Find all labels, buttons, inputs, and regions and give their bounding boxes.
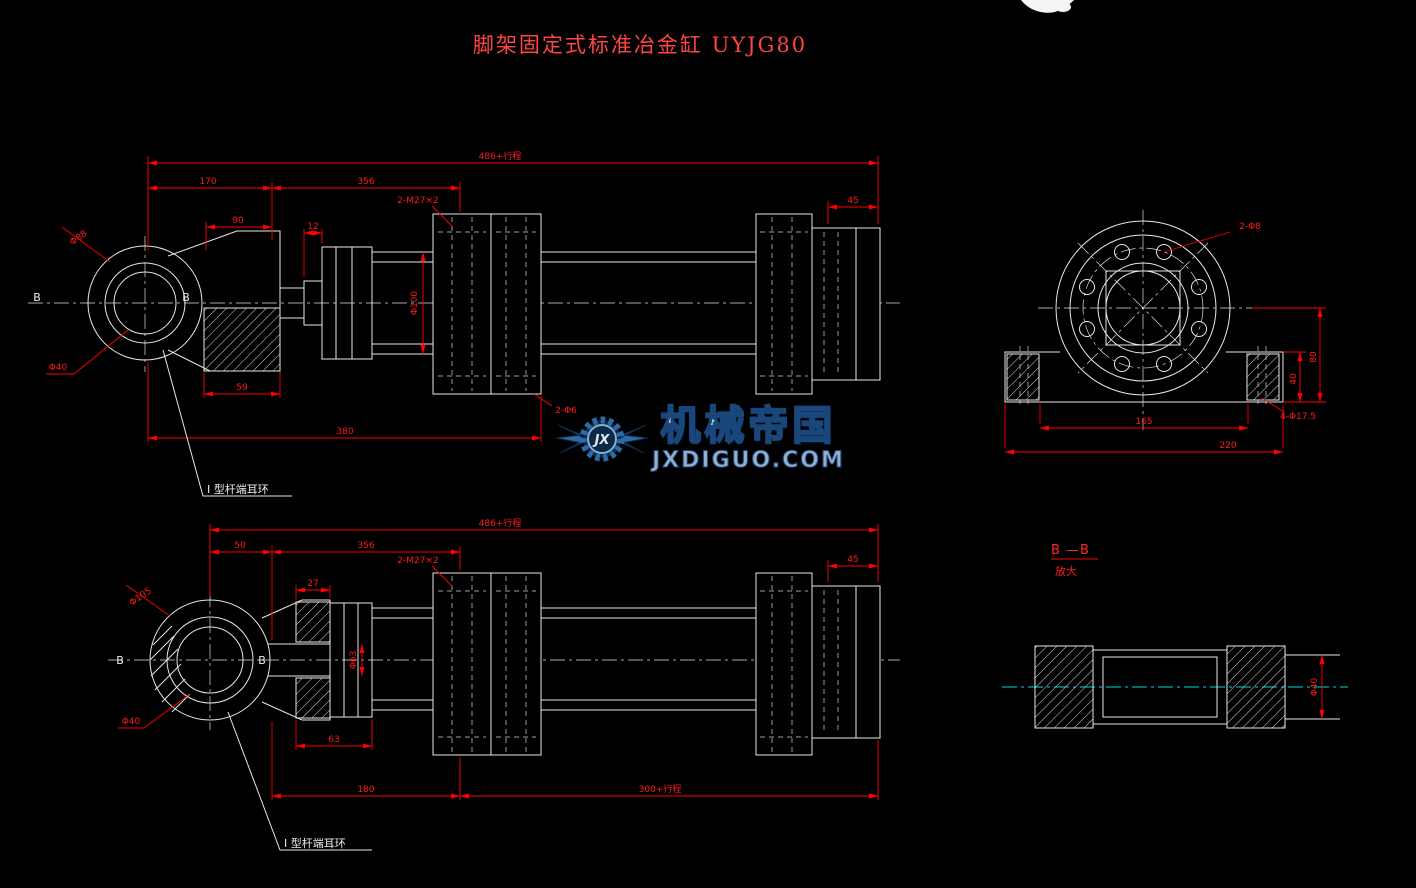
dim-label: 356 <box>357 541 374 551</box>
section-mark-b: B <box>258 654 266 667</box>
detail-title: B —B <box>1051 543 1090 558</box>
dim-label: 380 <box>336 427 353 437</box>
dim-label: Φ40 <box>49 363 68 373</box>
watermark-jxdiguo: JX 机械帝国 JXDIGUO.COM <box>556 394 886 484</box>
rod-eye-outer-circle <box>87 245 203 361</box>
detail-bushing-inner <box>1102 656 1218 718</box>
watermark-site-text: JXDIGUO.COM <box>652 448 845 474</box>
dim-label: 486+行程 <box>479 517 522 529</box>
detail-right-section <box>1226 645 1286 729</box>
rod-eye-bore-circle <box>113 271 177 335</box>
dim-label: 4-Φ17.5 <box>1280 412 1316 422</box>
dim-label: 90 <box>232 216 244 226</box>
rear-head-plate <box>755 213 813 395</box>
watermark-initials: JX <box>592 433 611 448</box>
dim-label: Φ40 <box>122 717 141 727</box>
dim-label: 2-Φ8 <box>1239 222 1261 232</box>
dim-label: 300+行程 <box>639 783 682 795</box>
dim-label: 45 <box>847 196 858 206</box>
head-square <box>1105 270 1181 346</box>
section-detail-b-b: B —B 放大 Φ40 <box>1002 543 1348 729</box>
side-view-bottom: 486+行程 50 356 2-M27×2 45 27 Φ105 Φ40 63 … <box>108 517 900 851</box>
dim-label: 2-M27×2 <box>397 556 438 566</box>
rear-cap <box>811 227 881 381</box>
dim-label: 80 <box>1309 351 1319 363</box>
dim-label: Φ100 <box>410 291 420 316</box>
corner-logo-icon <box>1021 0 1074 13</box>
rod-eye-bore-circle <box>176 626 244 694</box>
foot-bracket <box>1004 351 1284 403</box>
rod-eye-note: I 型杆端耳环 <box>207 482 269 496</box>
drawing-title: 脚架固定式标准冶金缸 UYJG80 <box>473 33 807 57</box>
dim-label: 220 <box>1219 441 1236 451</box>
dim-label: 486+行程 <box>479 150 522 162</box>
dim-label: 50 <box>234 541 246 551</box>
dim-label: 180 <box>357 785 374 795</box>
dim-label: 2-M27×2 <box>397 196 438 206</box>
end-view: 2-Φ8 40 80 165 220 4-Φ17.5 <box>1004 210 1326 455</box>
section-mark-b: B <box>33 291 41 304</box>
side-view-top: 486+行程 170 356 2-M27×2 45 90 12 Φ88 Φ40 … <box>28 150 900 497</box>
dim-label: 2-Φ6 <box>555 406 577 416</box>
rod-eye-note: I 型杆端耳环 <box>284 836 346 850</box>
rear-head-plate <box>755 572 813 756</box>
front-head-plate <box>432 213 492 395</box>
dim-label: 63 <box>328 735 339 745</box>
rear-cap <box>811 585 881 739</box>
dim-label: 170 <box>199 177 216 187</box>
dim-label: Φ40 <box>1310 677 1320 696</box>
flange-outer-circle <box>1055 220 1231 396</box>
dim-label: 40 <box>1289 373 1299 385</box>
dim-label: 356 <box>357 177 374 187</box>
section-mark-b: B <box>182 291 190 304</box>
watermark-gear-icon: JX <box>556 416 648 462</box>
dim-label: 45 <box>847 555 858 565</box>
detail-bushing-outer <box>1092 649 1228 725</box>
dim-label: 27 <box>307 579 318 589</box>
wing-right-icon <box>616 424 648 454</box>
dim-label: 12 <box>307 222 318 232</box>
section-mark-b: B <box>116 654 124 667</box>
watermark-brand-text: 机械帝国 <box>659 403 837 449</box>
dim-label: Φ63 <box>349 651 359 670</box>
wing-left-icon <box>556 424 588 454</box>
dim-label: 165 <box>1135 417 1152 427</box>
detail-left-section <box>1034 645 1094 729</box>
eye-arm-section-hatch <box>203 307 281 372</box>
bolt-circle <box>1082 247 1204 369</box>
dim-label: 59 <box>236 383 248 393</box>
front-head-plate <box>432 572 492 756</box>
detail-subtitle: 放大 <box>1055 564 1077 578</box>
gear-hub-icon <box>587 424 617 454</box>
cylinder-tube <box>371 607 759 711</box>
